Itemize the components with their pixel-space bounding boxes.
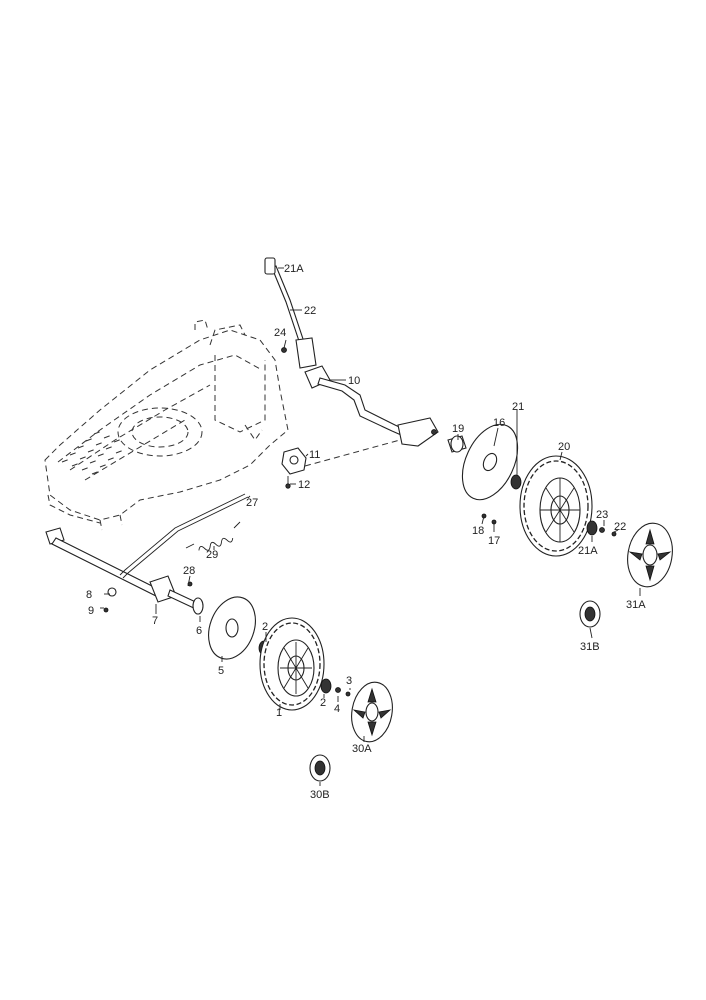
front-axle (45, 527, 201, 613)
leader-lines (100, 267, 641, 786)
label-22: 22 (614, 521, 626, 533)
label-31b: 31B (580, 641, 600, 653)
label-5: 5 (218, 665, 224, 677)
label-3: 3 (346, 675, 352, 687)
label-26: 24 (274, 327, 286, 339)
label-2b: 2 (320, 697, 326, 709)
rear-bushing-21 (510, 474, 522, 490)
label-18: 18 (472, 525, 484, 537)
part-labels: 21A 22 24 10 11 12 19 16 21 20 18 17 21A… (86, 263, 646, 801)
label-12: 12 (298, 479, 310, 491)
label-10: 10 (348, 375, 360, 387)
label-19: 19 (452, 423, 464, 435)
label-23: 23 (596, 509, 608, 521)
screw-12 (285, 483, 291, 489)
spring (185, 521, 241, 551)
label-1: 1 (276, 707, 282, 719)
label-20: 20 (558, 441, 570, 453)
front-wheel (259, 617, 351, 711)
label-17: 17 (488, 535, 500, 547)
label-30b: 30B (310, 789, 330, 801)
lever-knob (264, 257, 276, 275)
height-adjust-lever (264, 257, 317, 369)
connector-rod (119, 493, 249, 579)
rear-hub-center-cap (579, 600, 601, 628)
label-29: 29 (206, 549, 218, 561)
label-2a: 2 (262, 621, 268, 633)
front-hubcap (351, 681, 393, 743)
mower-deck-outline (44, 319, 289, 531)
front-hub-center-cap (309, 754, 331, 782)
label-28: 28 (183, 565, 195, 577)
rear-wheel (519, 455, 617, 557)
label-6: 6 (196, 625, 202, 637)
rear-bushing-21a (586, 520, 598, 536)
front-hub-assembly (192, 596, 270, 660)
label-21a: 21A (578, 545, 598, 557)
label-4: 4 (334, 703, 340, 715)
label-16: 16 (493, 417, 505, 429)
rear-hubcap (627, 522, 673, 588)
label-21: 21 (512, 401, 524, 413)
label-25: 21A (284, 263, 304, 275)
front-bushing-2b (320, 678, 332, 694)
label-8: 8 (86, 589, 92, 601)
label-24: 22 (304, 305, 316, 317)
label-27: 27 (246, 497, 258, 509)
label-7: 7 (152, 615, 158, 627)
label-11: 11 (309, 449, 320, 461)
rear-hub-assembly (447, 423, 522, 525)
screw-26 (281, 347, 287, 353)
rear-axle (304, 365, 439, 447)
axle-bracket (281, 439, 401, 489)
label-30a: 30A (352, 743, 372, 755)
label-9: 9 (88, 605, 94, 617)
label-31a: 31A (626, 599, 646, 611)
